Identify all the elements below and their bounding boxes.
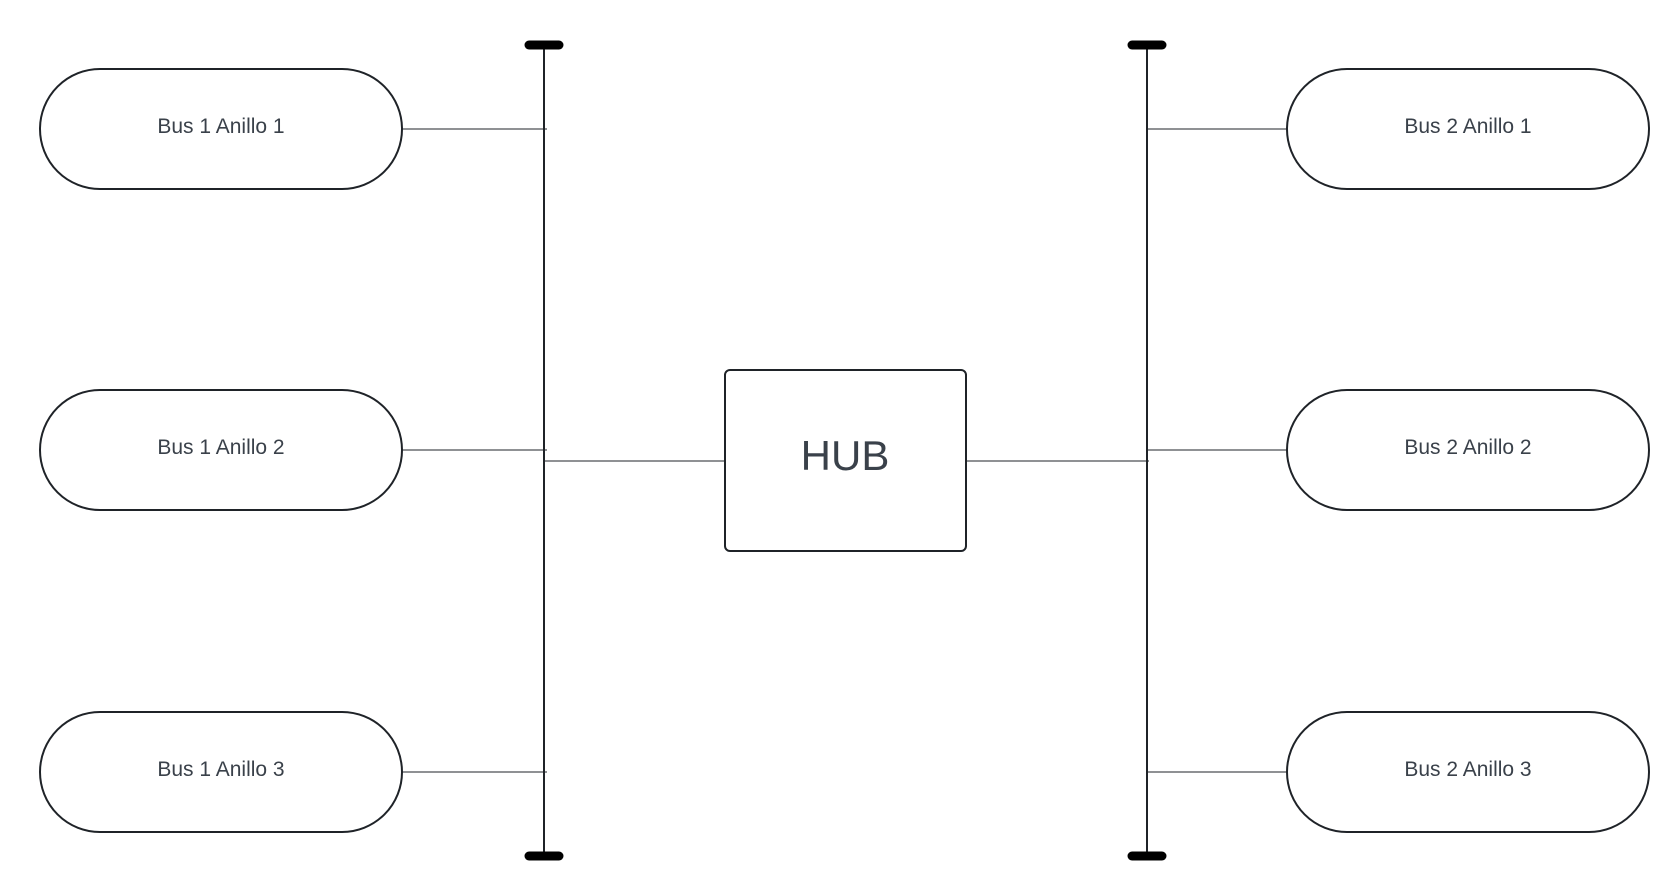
- hub-label: HUB: [801, 432, 890, 479]
- hub[interactable]: HUB: [724, 369, 967, 552]
- node-label: Bus 1 Anillo 2: [157, 436, 284, 459]
- bus1-node-1[interactable]: Bus 1 Anillo 1: [39, 68, 403, 190]
- node-shape: [1286, 389, 1650, 511]
- bus1-node-3[interactable]: Bus 1 Anillo 3: [39, 711, 403, 833]
- node-shape: [39, 68, 403, 190]
- bus2-node-3[interactable]: Bus 2 Anillo 3: [1286, 711, 1650, 833]
- bus-1: Bus 1 Anillo 1 Bus 1 Anillo 2 Bus 1 Anil…: [39, 40, 564, 861]
- node-shape: [1286, 711, 1650, 833]
- node-label: Bus 2 Anillo 3: [1404, 758, 1531, 781]
- bus2-node-1[interactable]: Bus 2 Anillo 1: [1286, 68, 1650, 190]
- hub-shape: [724, 369, 967, 552]
- bus-2: Bus 2 Anillo 1 Bus 2 Anillo 2 Bus 2 Anil…: [1127, 40, 1650, 861]
- node-shape: [39, 711, 403, 833]
- bus2-node-2[interactable]: Bus 2 Anillo 2: [1286, 389, 1650, 511]
- bus1-node-2[interactable]: Bus 1 Anillo 2: [39, 389, 403, 511]
- node-shape: [39, 389, 403, 511]
- node-label: Bus 2 Anillo 2: [1404, 436, 1531, 459]
- node-label: Bus 1 Anillo 3: [157, 758, 284, 781]
- node-label: Bus 2 Anillo 1: [1404, 115, 1531, 138]
- node-label: Bus 1 Anillo 1: [157, 115, 284, 138]
- node-shape: [1286, 68, 1650, 190]
